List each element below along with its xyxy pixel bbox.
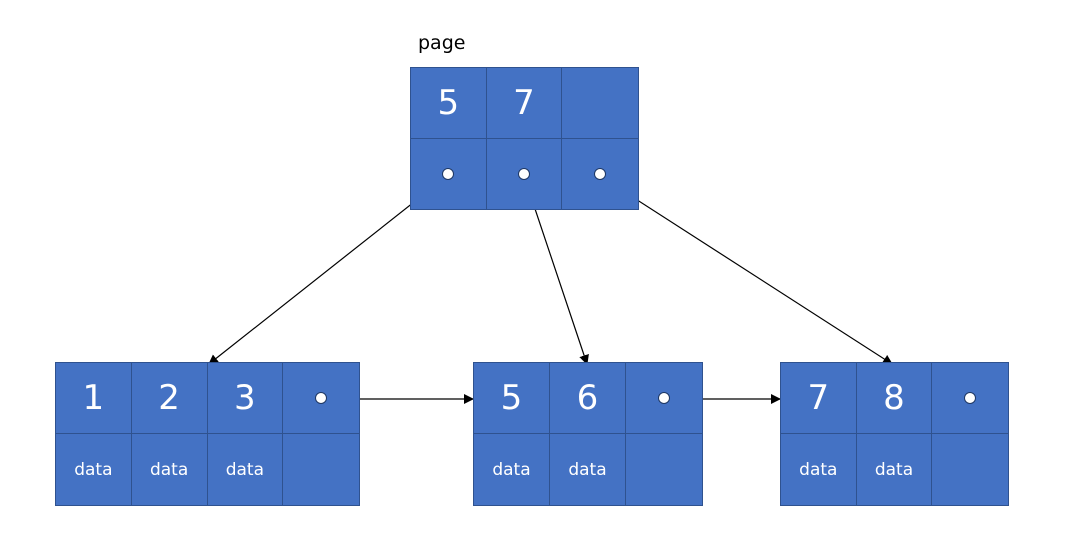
leaf-1-next-pointer <box>283 363 359 434</box>
root-key-3 <box>562 68 638 139</box>
root-node: 5 7 <box>410 67 639 210</box>
leaf-3-next-pointer <box>932 363 1008 434</box>
arrow-root-to-leaf-3 <box>599 175 893 365</box>
pointer-dot-icon <box>964 392 977 404</box>
leaf-3-data-2: data <box>857 434 933 505</box>
pointer-dot-icon <box>517 167 530 180</box>
leaf-node-3: 7 8 data data <box>780 362 1009 506</box>
leaf-3-key-1: 7 <box>781 363 857 434</box>
arrow-root-to-leaf-1 <box>208 175 448 365</box>
leaf-2-data-1: data <box>474 434 550 505</box>
leaf-3-empty-cell <box>932 434 1008 505</box>
leaf-2-data-2: data <box>550 434 626 505</box>
leaf-3-key-2: 8 <box>856 363 933 434</box>
leaf-1-data-2: data <box>132 434 208 505</box>
pointer-dot-icon <box>658 392 670 404</box>
leaf-1-key-1: 1 <box>56 363 132 434</box>
leaf-node-1: 1 2 3 data data data <box>55 362 360 506</box>
page-label: page <box>418 32 466 54</box>
leaf-2-next-pointer <box>626 363 702 434</box>
leaf-1-key-2: 2 <box>131 363 208 434</box>
leaf-2-key-1: 5 <box>474 363 550 434</box>
leaf-2-empty-cell <box>626 434 702 505</box>
root-pointer-1 <box>411 138 487 209</box>
root-pointer-2 <box>487 138 563 209</box>
leaf-1-data-1: data <box>56 434 132 505</box>
leaf-1-key-3: 3 <box>207 363 284 434</box>
leaf-node-2: 5 6 data data <box>473 362 703 506</box>
root-pointer-3 <box>562 139 638 210</box>
root-key-2: 7 <box>486 68 563 139</box>
pointer-dot-icon <box>442 167 455 180</box>
pointer-dot-icon <box>594 167 607 180</box>
leaf-1-data-3: data <box>208 434 284 505</box>
pointer-dot-icon <box>315 392 328 404</box>
leaf-2-key-2: 6 <box>550 363 626 434</box>
leaf-1-empty-cell <box>283 434 359 505</box>
root-key-1: 5 <box>411 68 487 139</box>
leaf-3-data-1: data <box>781 434 857 505</box>
